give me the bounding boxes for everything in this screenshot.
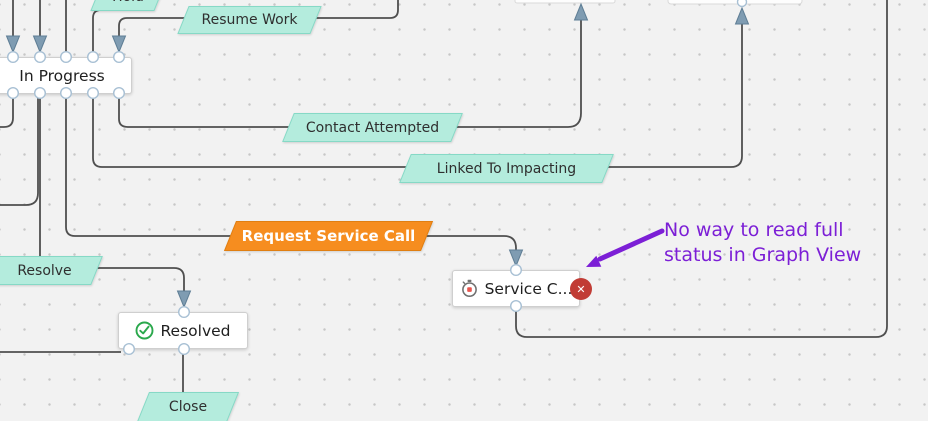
edge-from-left (0, 95, 39, 206)
transition-label: Linked To Impacting (436, 160, 577, 177)
transition-label: Contact Attempted (305, 119, 440, 136)
status-node-in-progress[interactable]: In Progress (0, 57, 132, 94)
annotation-note: No way to read full status in Graph View (664, 218, 861, 268)
status-node-service-call[interactable]: Service C... ✕ (452, 270, 592, 307)
status-label: Service C... (484, 279, 573, 298)
arrow-down-icon (111, 35, 127, 54)
transition-linked-to-impacting[interactable]: Linked To Impacting (399, 154, 614, 183)
edge-contact-attempted (118, 20, 582, 128)
edge-exit-left (0, 93, 14, 128)
edge-hold (92, 9, 122, 57)
annotation-line2: status in Graph View (664, 244, 862, 266)
transition-label: Close (168, 399, 208, 415)
offscreen-node-edge (514, 0, 616, 4)
arrow-down-icon (508, 249, 524, 268)
arrow-up-icon (573, 2, 589, 21)
arrow-down-icon (32, 35, 48, 54)
arrow-down-icon (5, 35, 21, 54)
stopwatch-icon (460, 279, 479, 298)
transition-label: Resume Work (201, 12, 298, 28)
status-label: In Progress (19, 66, 105, 85)
status-label: Resolved (160, 321, 231, 340)
transition-label: Hold (112, 0, 144, 5)
annotation-arrow-shaft (597, 228, 665, 262)
check-circle-icon (135, 321, 154, 340)
transition-request-service-call[interactable]: Request Service Call (223, 221, 434, 251)
transition-hold[interactable]: Hold (90, 0, 166, 11)
port (736, 0, 748, 8)
arrow-down-icon (176, 290, 192, 309)
transition-label: Request Service Call (241, 227, 416, 245)
transition-close[interactable]: Close (136, 392, 240, 421)
transition-resolve[interactable]: Resolve (0, 256, 103, 285)
annotation-arrow-icon (586, 255, 602, 267)
arrow-up-icon (734, 6, 750, 25)
edge-linked-to-impacting (92, 24, 743, 168)
error-x-icon[interactable]: ✕ (570, 278, 592, 300)
status-node-resolved[interactable]: Resolved (118, 312, 248, 349)
offscreen-node-edge (667, 0, 803, 5)
transition-resume-work[interactable]: Resume Work (177, 6, 322, 34)
transition-label: Resolve (17, 262, 72, 279)
annotation-line1: No way to read full (664, 219, 844, 241)
transition-contact-attempted[interactable]: Contact Attempted (282, 113, 463, 142)
